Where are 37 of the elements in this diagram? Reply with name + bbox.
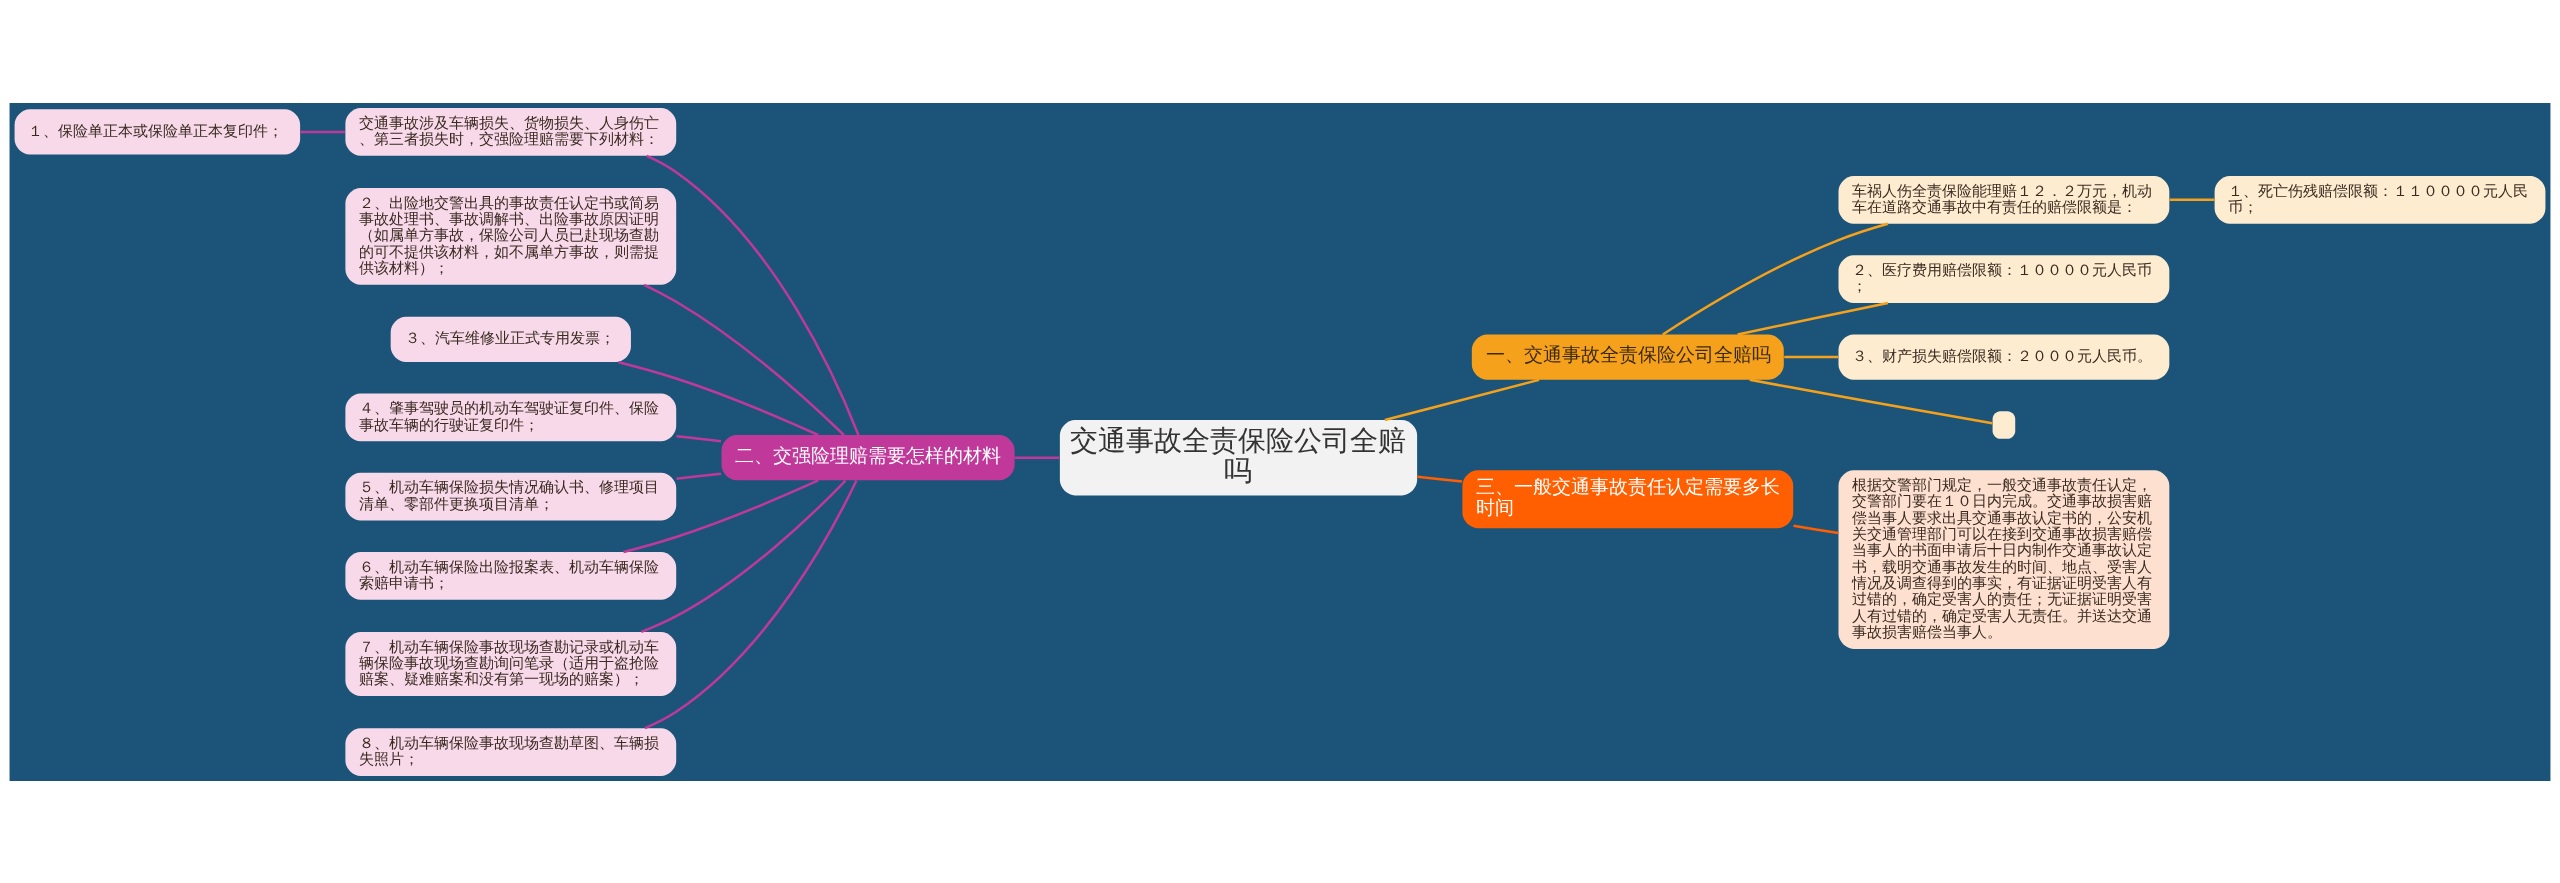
connector [1014,455,1060,459]
connector [676,472,722,480]
node-box: 车祸人伤全责保险能理赔１２．２万元，机动车在道路交通事故中有责任的赔偿限额是： [1838,175,2170,224]
node-box: ３、财产损失赔偿限额：２０００元人民币。 [1838,333,2170,380]
connector [646,154,860,435]
connector [676,434,722,442]
node-box: 交通事故涉及车辆损失、货物损失、人身伤亡、第三者损失时，交强险理赔需要下列材料： [345,107,677,156]
connector [1793,524,1839,534]
connector [1737,301,1889,336]
node-box: １、保险单正本或保险单正本复印件； [14,108,301,155]
node-box: ２、出险地交警出具的事故责任认定书或简易事故处理书、事故调解书、出险事故原因证明（如属单方事故，保险公司人员已赴现场查勘的可不提供该材料，如不属单方事故，则需提供该材料）； [345,187,677,285]
connector [643,283,845,436]
node-box: ７、机动车辆保险事故现场查勘记录或机动车辆保险事故现场查勘询问笔录（适用于盗抢险赔案、疑难赔案和没有第一现场的赔案）； [345,631,677,696]
connector [623,478,819,553]
node-box: ４、肇事驾驶员的机动车驾驶证复印件、保险事故车辆的行驶证复印件； [345,393,677,441]
node-box: ８、机动车辆保险事故现场查勘草图、车辆损失照片； [345,727,677,776]
connector [1784,355,1839,358]
node-box: 三、一般交通事故责任认定需要多长时间 [1462,469,1794,528]
connector [618,360,819,436]
node-box: ６、机动车辆保险出险报案表、机动车辆保险索赔申请书； [345,551,677,600]
connector [1417,475,1463,483]
node-box: １、死亡伤残赔偿限额：１１００００元人民币； [2214,175,2546,224]
connector [1662,222,1889,335]
node-box: 二、交强险理赔需要怎样的材料 [721,434,1015,480]
node-box: 根据交警部门规定，一般交通事故责任认定，交警部门要在１０日内完成。交通事故损害赔偿当事人要求出具交通事故认定书的，公安机关交通管理部门可以在接到交通事故损害赔偿当事人的书面申请后十日内制作交通事故认定书，载明交通事故发生的时间、地点、受害人情况及调查得到的事实，有证据证明受害人有过错的，确定受害人的责任；无证据证明受害人有过错的，确定受害人无责任。并送达交通事故损害赔偿当事人。 [1838,469,2170,649]
connector [644,479,858,729]
node-box: ２、医疗费用赔偿限额：１００００元人民币； [1838,254,2170,303]
connector [1384,378,1540,421]
node-box: 交通事故全责保险公司全赔吗 [1059,419,1418,495]
connector [2169,198,2215,201]
node-box: 一、交通事故全责保险公司全赔吗 [1471,333,1784,380]
connector [640,479,847,633]
node-box: ３、汽车维修业正式专用发票； [390,316,631,362]
node-box: ５、机动车辆保险损失情况确认书、修理项目清单、零部件更换项目清单； [345,472,677,521]
node-box [1992,410,2016,439]
connector [300,130,345,133]
connector [1749,378,1993,424]
